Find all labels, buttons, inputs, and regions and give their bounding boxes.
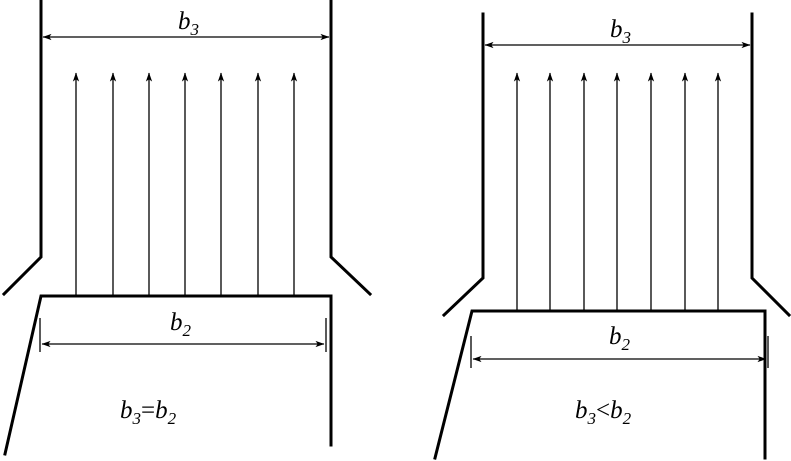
left-channel-right-wall (329, 0, 373, 297)
left-panel: b3 b2 b3=b2 (1, 0, 373, 456)
left-top-dimension-label: b3 (178, 8, 199, 39)
right-channel-right-wall (750, 12, 791, 318)
right-relation-label: b3<b2 (575, 397, 632, 428)
right-block-outline (433, 309, 767, 460)
left-block-outline (3, 294, 333, 456)
right-flow-arrows (513, 72, 722, 311)
left-channel-left-wall (1, 0, 43, 297)
right-panel: b3 b2 b3<b2 (433, 12, 791, 460)
left-relation-label: b3=b2 (120, 397, 177, 428)
right-top-dimension-label: b3 (610, 16, 631, 47)
right-bottom-dimension-label: b2 (609, 323, 631, 354)
left-flow-arrows (72, 72, 298, 296)
right-channel-left-wall (441, 12, 485, 318)
left-bottom-dimension-label: b2 (170, 309, 192, 340)
